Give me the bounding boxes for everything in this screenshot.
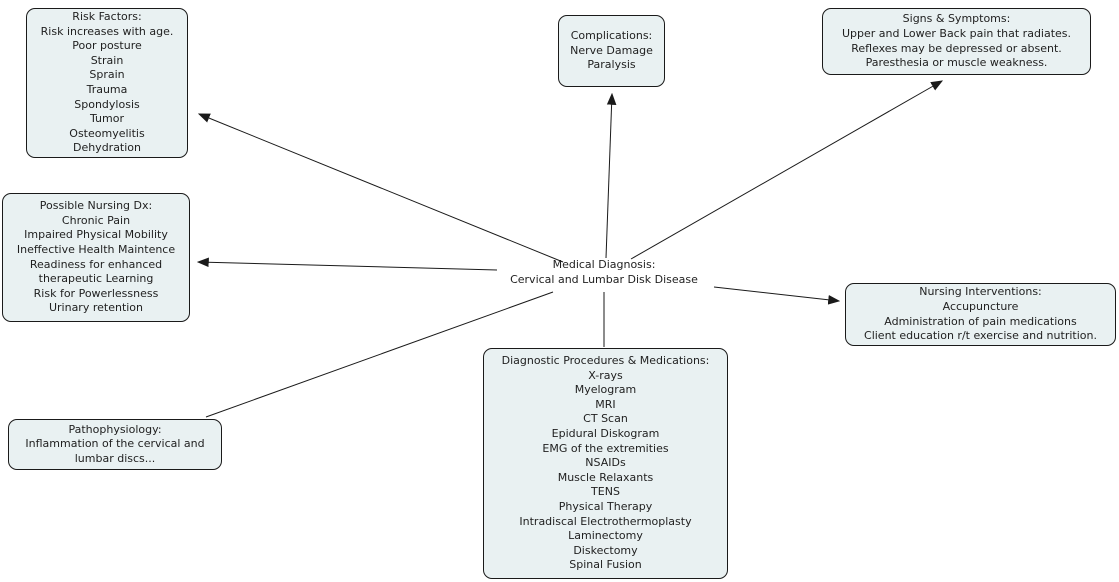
- node-medical-diagnosis-text: Medical Diagnosis:Cervical and Lumbar Di…: [510, 258, 698, 286]
- node-pathophysiology-text: Pathophysiology:Inflammation of the cerv…: [25, 422, 205, 465]
- node-risk-factors[interactable]: Risk Factors:Risk increases with age.Poo…: [26, 8, 188, 158]
- node-pathophysiology[interactable]: Pathophysiology:Inflammation of the cerv…: [8, 419, 222, 470]
- node-risk-factors-text: Risk Factors:Risk increases with age.Poo…: [40, 10, 174, 155]
- edge-center-to-nursing-interventions: [713, 286, 841, 305]
- edge-center-to-signs-symptoms: [630, 80, 944, 260]
- edge-center-to-risk-factors: [197, 113, 564, 263]
- node-signs-symptoms[interactable]: Signs & Symptoms:Upper and Lower Back pa…: [822, 8, 1091, 75]
- edge-center-to-possible-nursing-dx: [196, 257, 498, 271]
- node-diagnostics-text: Diagnostic Procedures & Medications:X-ra…: [501, 354, 710, 572]
- node-signs-symptoms-text: Signs & Symptoms:Upper and Lower Back pa…: [841, 12, 1072, 70]
- edge-center-to-complications: [605, 92, 617, 259]
- node-medical-diagnosis[interactable]: Medical Diagnosis:Cervical and Lumbar Di…: [510, 258, 698, 287]
- node-diagnostics[interactable]: Diagnostic Procedures & Medications:X-ra…: [483, 348, 728, 579]
